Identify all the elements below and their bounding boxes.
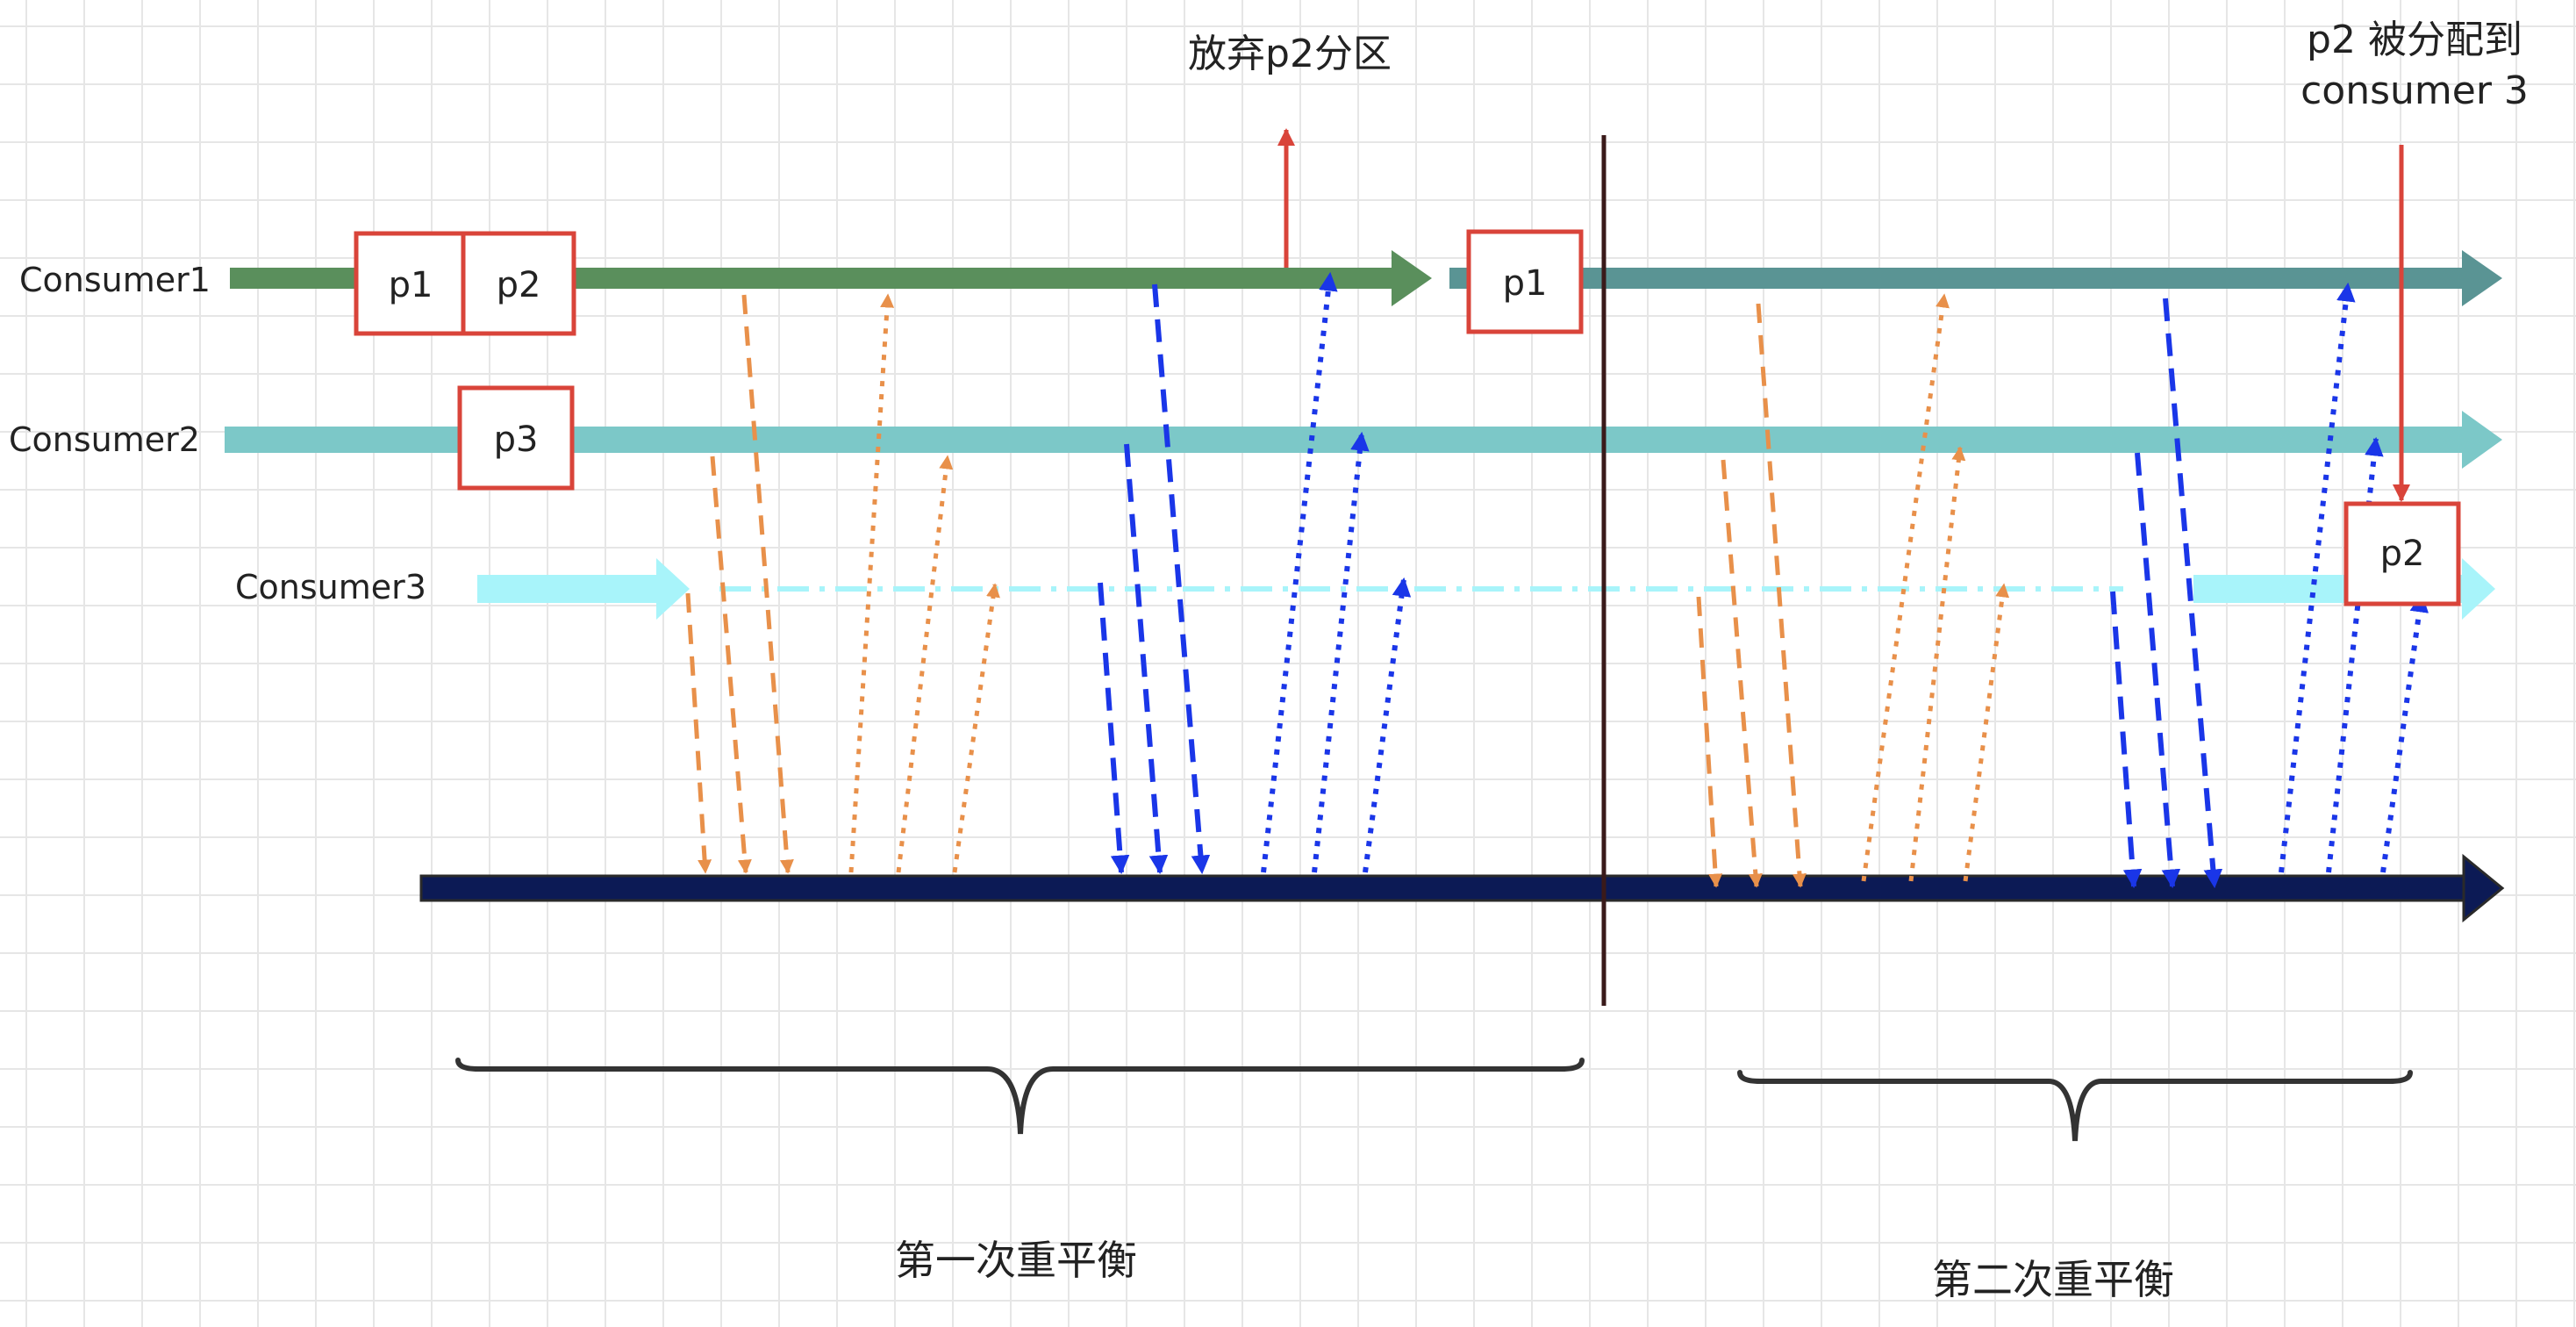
orange-request-arrow bbox=[1756, 303, 1807, 888]
partition-label: p1 bbox=[1503, 263, 1548, 304]
blue-request-arrow bbox=[1098, 582, 1130, 875]
consumer1-lane-after bbox=[1449, 250, 2502, 306]
partition-label: p2 bbox=[497, 265, 541, 305]
blue-request-arrow bbox=[1124, 443, 1169, 875]
orange-request-arrow bbox=[1696, 596, 1723, 888]
blue-request-arrow bbox=[2135, 452, 2181, 889]
blue-request-arrow bbox=[2163, 298, 2223, 889]
timeline-axis bbox=[419, 853, 2505, 923]
partition-label: p3 bbox=[494, 420, 539, 460]
blue-request-arrow bbox=[2110, 591, 2143, 889]
drop-partition-note: 放弃p2分区 bbox=[1188, 32, 1392, 76]
orange-response-arrow bbox=[952, 583, 1000, 873]
partition-box-p2: p2 bbox=[461, 231, 576, 336]
orange-response-arrow bbox=[1963, 583, 2010, 882]
partition-box-p1-after: p1 bbox=[1466, 229, 1584, 334]
message-arrows bbox=[685, 271, 2429, 889]
orange-request-arrow bbox=[741, 294, 794, 874]
blue-request-arrow bbox=[1152, 283, 1211, 875]
orange-response-arrow bbox=[848, 293, 895, 873]
blue-response-arrow bbox=[1312, 431, 1370, 873]
blue-response-arrow bbox=[1363, 577, 1412, 873]
partition-label: p1 bbox=[389, 265, 433, 305]
partition-label: p2 bbox=[2380, 534, 2425, 574]
assign-note-line2: consumer 3 bbox=[2301, 68, 2529, 113]
orange-request-arrow bbox=[685, 592, 712, 874]
orange-response-arrow bbox=[896, 455, 954, 873]
first-rebalance-label: 第一次重平衡 bbox=[895, 1237, 1137, 1284]
orange-request-arrow bbox=[710, 455, 752, 874]
second-rebalance-brace bbox=[1737, 1070, 2413, 1142]
orange-request-arrow bbox=[1721, 459, 1763, 888]
lane-label-consumer3: Consumer3 bbox=[235, 568, 426, 606]
first-rebalance-brace bbox=[455, 1058, 1585, 1135]
lane-label-consumer2: Consumer2 bbox=[9, 420, 200, 459]
assign-note-line1: p2 被分配到 bbox=[2307, 18, 2522, 62]
partition-box-p3: p3 bbox=[457, 385, 575, 491]
partition-box-p1: p1 bbox=[354, 231, 468, 336]
blue-response-arrow bbox=[1261, 271, 1338, 873]
blue-response-arrow bbox=[2380, 592, 2429, 873]
lane-label-consumer1: Consumer1 bbox=[19, 261, 211, 299]
partition-box-p2-consumer3: p2 bbox=[2343, 501, 2461, 606]
second-rebalance-label: 第二次重平衡 bbox=[1932, 1256, 2174, 1303]
